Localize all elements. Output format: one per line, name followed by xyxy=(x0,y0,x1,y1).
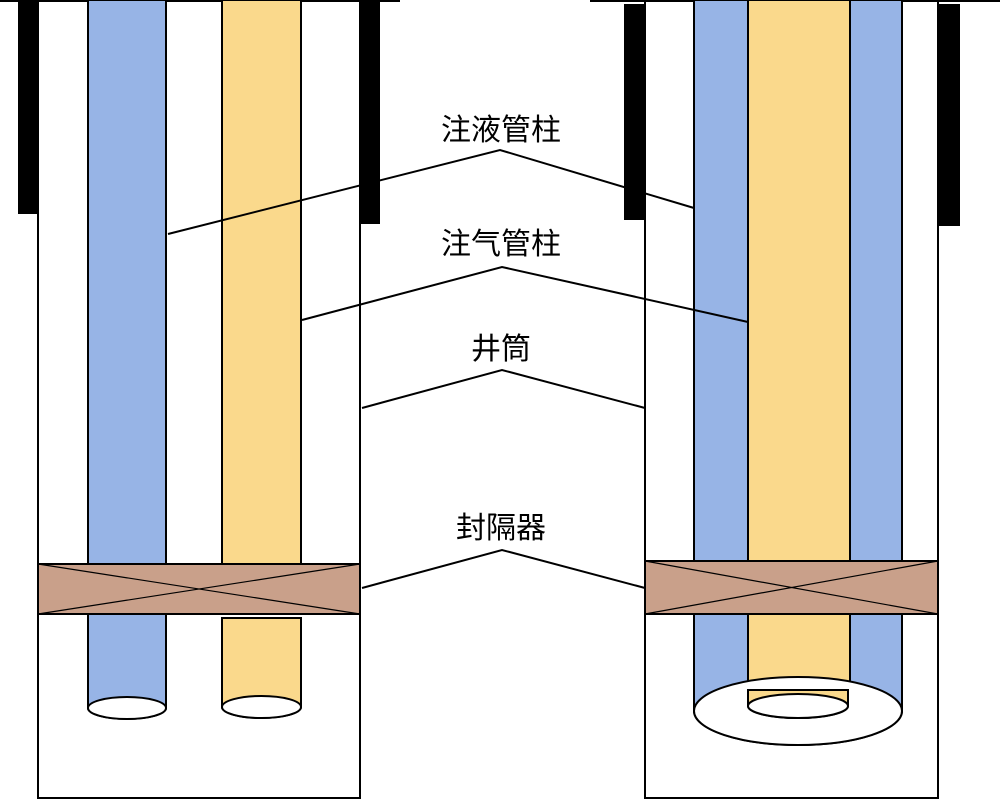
label-liquid-tubing: 注液管柱 xyxy=(441,113,561,148)
left-well xyxy=(0,0,400,799)
right-casing-left xyxy=(624,4,645,220)
right-packer-cross-b xyxy=(644,560,939,615)
leader-liquid-tubing xyxy=(167,148,695,235)
left-gas-tubing-opening xyxy=(221,695,302,719)
right-gas-tubing-upper xyxy=(747,0,851,562)
left-packer-cross-b xyxy=(37,563,361,615)
right-wellbore xyxy=(644,0,939,799)
left-casing-right xyxy=(360,0,380,224)
right-casing-right xyxy=(938,4,960,226)
leader-wellbore xyxy=(361,368,646,409)
leader-lines xyxy=(167,148,749,589)
leader-packer xyxy=(361,548,646,589)
left-liquid-tubing-upper xyxy=(87,0,167,565)
label-wellbore: 井筒 xyxy=(471,332,531,367)
right-gas-tubing-opening xyxy=(747,693,849,719)
labels: 注液管柱 注气管柱 井筒 封隔器 xyxy=(441,113,561,546)
leader-gas-tubing xyxy=(301,265,749,323)
left-wellbore xyxy=(37,0,361,799)
left-liquid-tubing-opening xyxy=(87,696,167,720)
label-packer: 封隔器 xyxy=(456,511,546,546)
left-gas-tubing-upper xyxy=(221,0,302,565)
left-casing-left xyxy=(18,0,38,214)
label-gas-tubing: 注气管柱 xyxy=(441,227,561,262)
right-well xyxy=(590,0,1000,799)
